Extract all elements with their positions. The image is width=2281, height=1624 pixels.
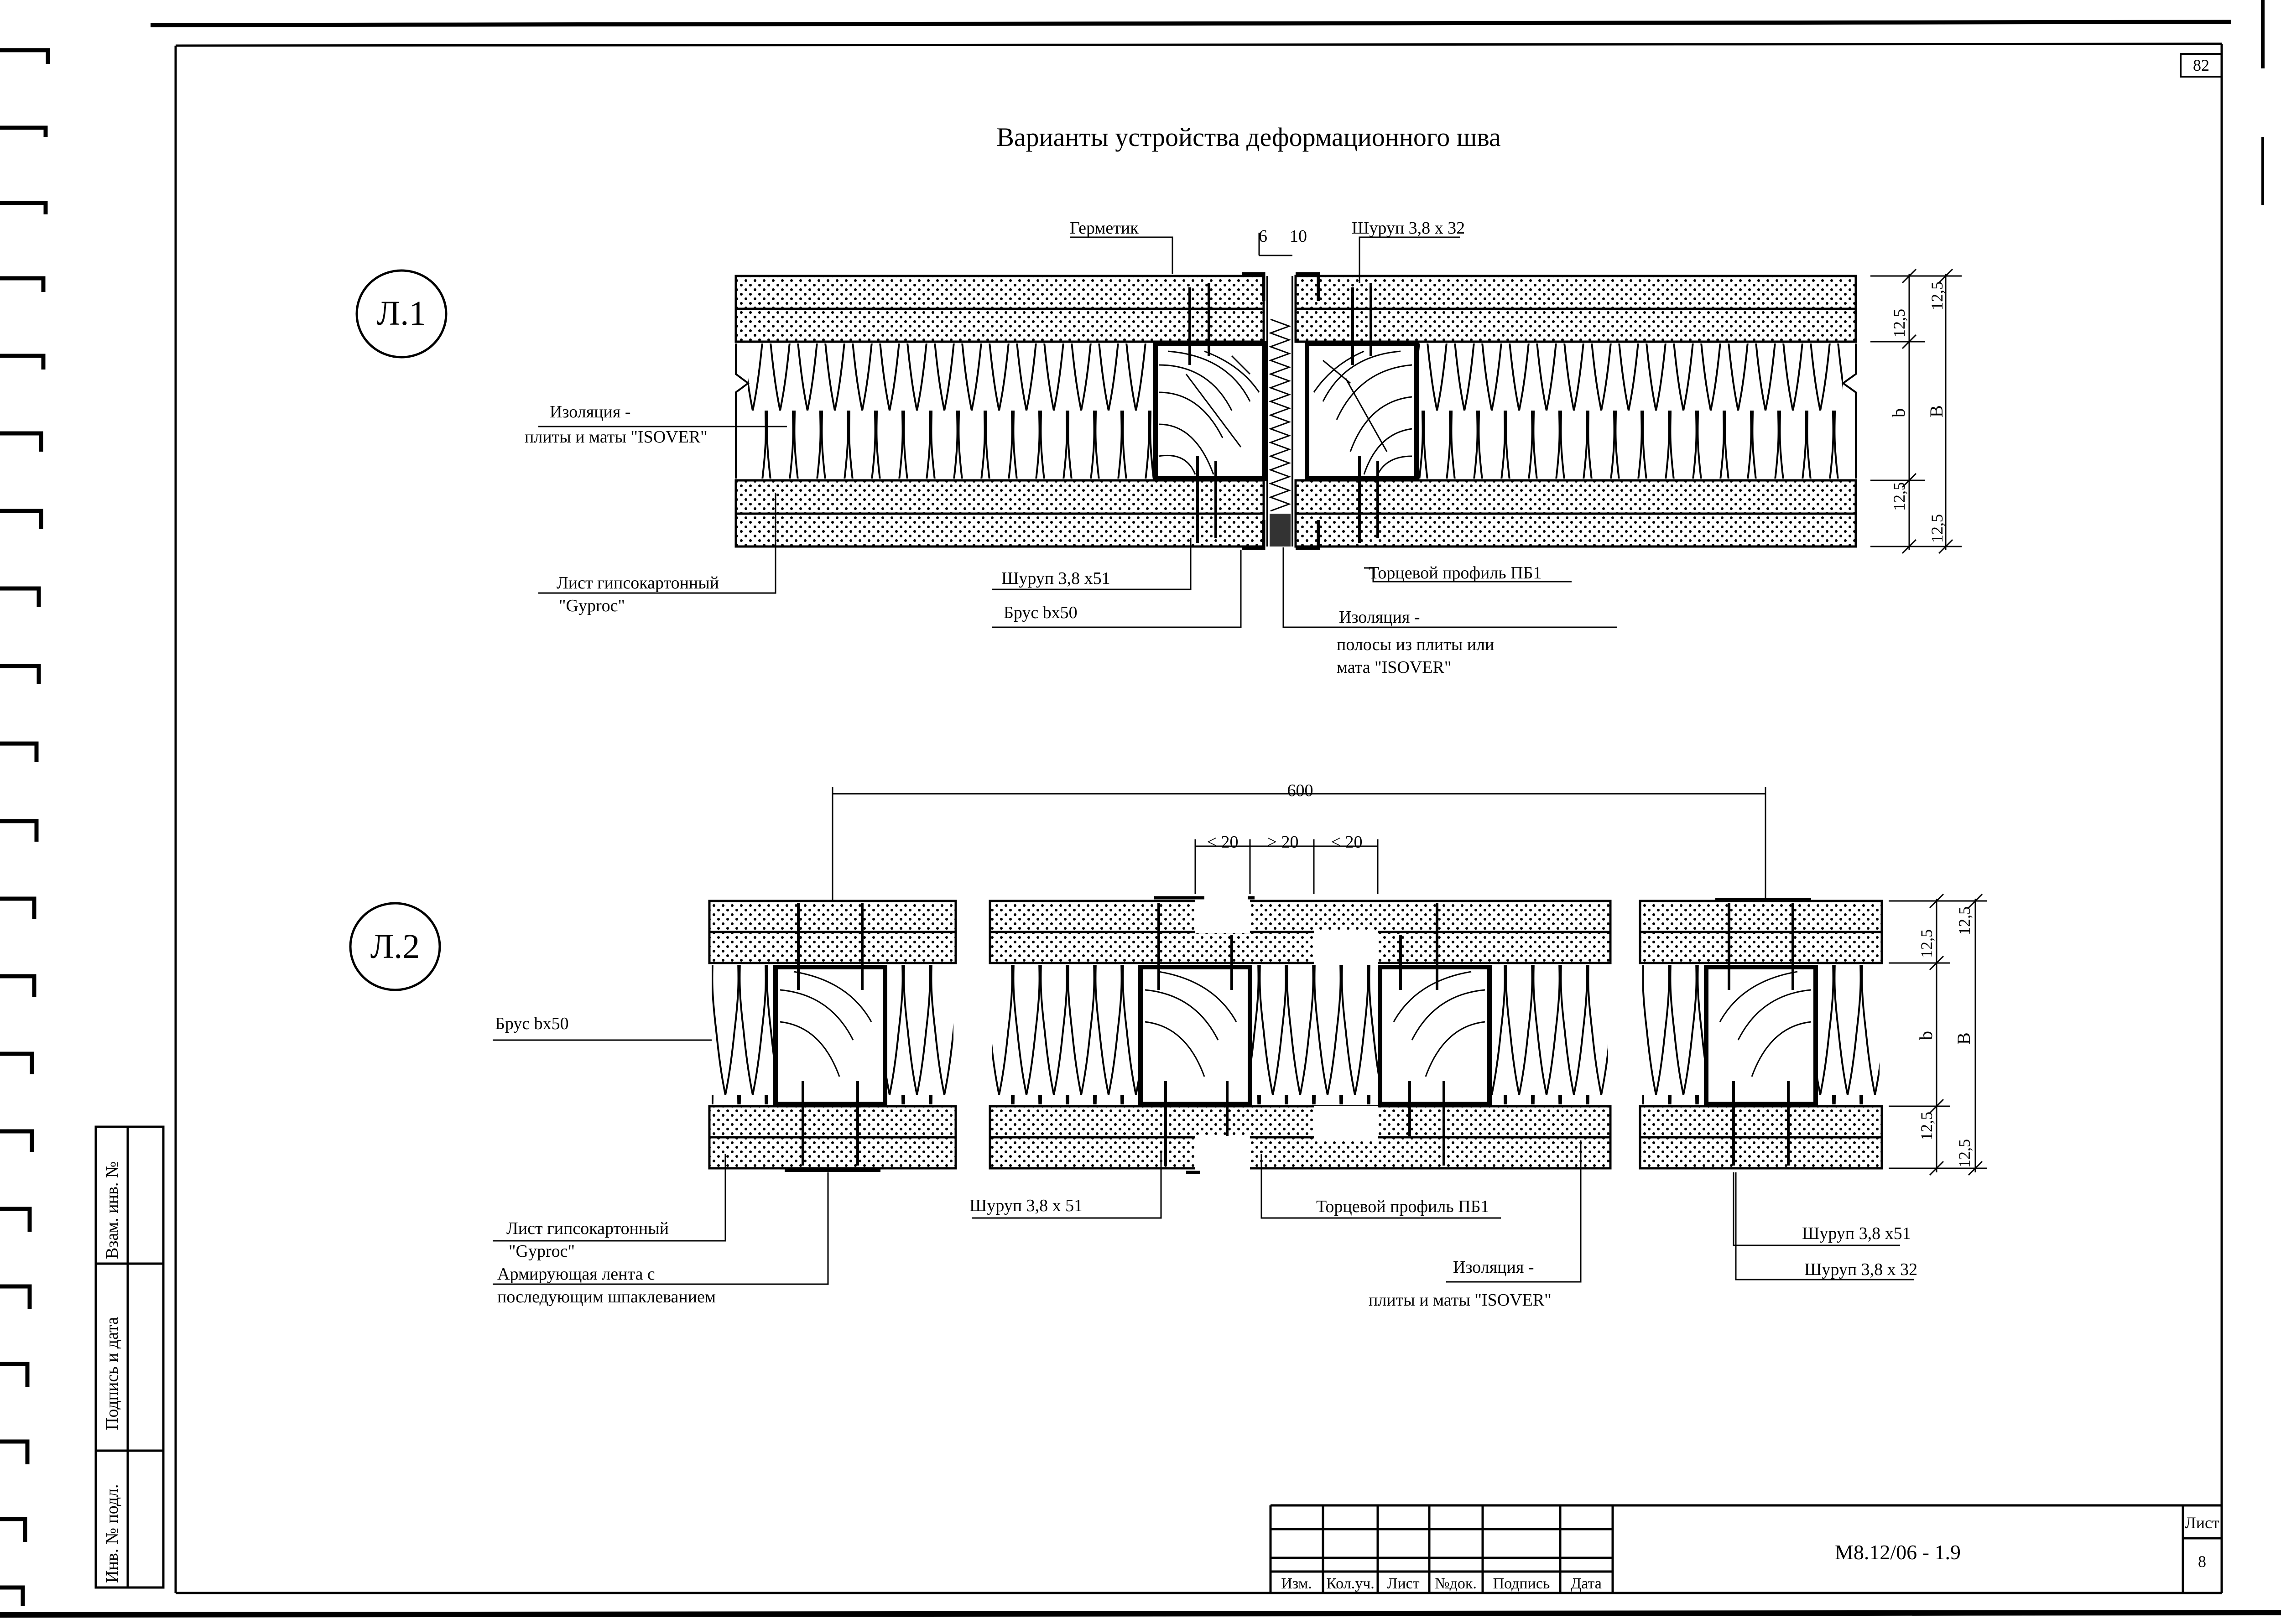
- beam-left: [1153, 341, 1266, 481]
- beam-right: [1305, 341, 1419, 481]
- tb-col-header: Кол.уч.: [1326, 1575, 1375, 1592]
- tb-sheet-no: 8: [2198, 1552, 2206, 1571]
- label-gypsum-1: Лист гипсокартонный: [557, 573, 719, 593]
- page-number: 82: [2193, 56, 2209, 74]
- label-end-profile-l2: Торцевой профиль ПБ1: [1316, 1197, 1489, 1216]
- l2-beam-1: [773, 965, 887, 1106]
- dim-l2-d1: 12,5: [1917, 929, 1936, 958]
- insulation-left: [748, 344, 1156, 479]
- label-screw-51: Шуруп 3,8 х51: [1001, 569, 1110, 588]
- detail-l2-marker-circle: [349, 902, 441, 991]
- l2-beam-2: [1138, 965, 1252, 1106]
- l2-beam-4: [1704, 965, 1818, 1106]
- gypsum-top-outer-r: [1294, 275, 1857, 310]
- screws-l2: [797, 903, 1794, 1166]
- dims-l2: [1889, 893, 1987, 1176]
- gypsum-top-inner: [734, 307, 1265, 343]
- dims-l2-top: [832, 787, 1766, 901]
- label-gap-10: 10: [1290, 227, 1307, 246]
- label-strip-3: мата "ISOVER": [1337, 658, 1451, 677]
- label-screw-32-l2: Шуруп 3,8 х 32: [1804, 1260, 1917, 1279]
- gypsum-top-inner-r: [1294, 307, 1857, 343]
- stamp-podpis: Подпись и дата: [103, 1317, 122, 1430]
- page-number-box: [2180, 53, 2223, 78]
- sheet-title: Варианты устройства деформационного шва: [996, 122, 1501, 152]
- insulation-strip: [1268, 318, 1292, 512]
- wall-end-left: [735, 344, 750, 479]
- screws-l1: [1188, 283, 1379, 543]
- gypsum-bot-outer-r: [1294, 512, 1857, 548]
- tb-sheet-label: Лист: [2185, 1514, 2219, 1532]
- tb-col-header: Подпись: [1493, 1575, 1550, 1592]
- label-screw-51-l2: Шуруп 3,8 х 51: [969, 1196, 1083, 1215]
- label-strip-1: Изоляция -: [1339, 608, 1420, 627]
- label-gypsum-2: "Gyproc": [559, 596, 625, 615]
- dim-lt20a: < 20: [1207, 833, 1239, 852]
- dim-600: 600: [1287, 781, 1313, 800]
- end-profile-top: [1242, 272, 1320, 301]
- label-insulation-l2-2: плиты и маты "ISOVER": [1369, 1291, 1552, 1310]
- label-screw-51b-l2: Шуруп 3,8 х51: [1802, 1224, 1911, 1243]
- label-end-profile: Торцевой профиль ПБ1: [1369, 563, 1541, 583]
- gypsum-bot-inner: [734, 479, 1265, 515]
- label-insulation-2: плиты и маты "ISOVER": [525, 427, 708, 447]
- label-tape-2: последующим шпаклеванием: [497, 1287, 716, 1306]
- dim-l2-d3: 12,5: [1917, 1112, 1936, 1140]
- title-block: [1269, 1504, 2222, 1593]
- gypsum-bot-outer: [734, 512, 1265, 548]
- tb-col-header: Лист: [1387, 1575, 1419, 1592]
- dim-b: b: [1888, 408, 1909, 417]
- detail-l1-marker: Л.1: [377, 294, 427, 333]
- label-gypsum-l2-1: Лист гипсокартонный: [506, 1219, 669, 1238]
- detail-l2: Л.2: [349, 781, 1987, 1310]
- tb-col-header: №док.: [1435, 1575, 1477, 1592]
- tb-code: М8.12/06 - 1.9: [1835, 1541, 1961, 1564]
- binding-marks: [0, 48, 50, 1606]
- dim-gt20: > 20: [1267, 833, 1299, 852]
- label-insulation-1: Изоляция -: [550, 402, 630, 422]
- end-profile-bottom: [1242, 520, 1320, 550]
- tb-col-header: Изм.: [1281, 1575, 1312, 1592]
- label-screw-32: Шуруп 3,8 х 32: [1352, 219, 1465, 238]
- dim-d3: 12,5: [1890, 482, 1908, 511]
- tb-col-header: Дата: [1571, 1575, 1602, 1592]
- dim-l2-B: B: [1953, 1032, 1974, 1045]
- dim-d1: 12,5: [1890, 309, 1908, 338]
- dim-d2: 12,5: [1928, 281, 1946, 310]
- stamp-inv: Инв. № подл.: [103, 1484, 122, 1583]
- sealant-bottom: [1270, 514, 1291, 547]
- label-tape-1: Армирующая лента с: [497, 1265, 655, 1284]
- joint-gap: [1267, 274, 1292, 547]
- dim-d4: 12,5: [1928, 514, 1946, 543]
- dim-B: B: [1926, 405, 1947, 417]
- detail-l1: Л.1: [355, 219, 1962, 677]
- dim-l2-b: b: [1916, 1031, 1936, 1040]
- label-insulation-l2-1: Изоляция -: [1453, 1258, 1534, 1277]
- label-gypsum-l2-2: "Gyproc": [509, 1242, 575, 1261]
- wall-end-right: [1841, 344, 1857, 479]
- label-gap-6: 6: [1259, 227, 1267, 246]
- label-beam: Брус bх50: [1004, 603, 1078, 622]
- stamp-zam: Взам. инв. №: [103, 1161, 122, 1259]
- detail-l2-marker: Л.2: [370, 927, 420, 966]
- detail-l1-marker-circle: [355, 269, 448, 359]
- label-beam-l2: Брус bх50: [495, 1014, 569, 1033]
- dims-l1: [1870, 268, 1962, 554]
- dim-l2-d2: 12,5: [1955, 906, 1974, 935]
- gypsum-top-outer: [734, 275, 1265, 310]
- dim-lt20b: < 20: [1331, 833, 1363, 852]
- l2-beam-3: [1378, 965, 1492, 1106]
- label-strip-2: полосы из плиты или: [1337, 635, 1494, 654]
- label-sealant: Герметик: [1070, 219, 1139, 238]
- insulation-right: [1417, 344, 1843, 479]
- dim-l2-d4: 12,5: [1955, 1139, 1974, 1168]
- gypsum-bot-inner-r: [1294, 479, 1857, 515]
- side-stamp: [94, 1125, 165, 1589]
